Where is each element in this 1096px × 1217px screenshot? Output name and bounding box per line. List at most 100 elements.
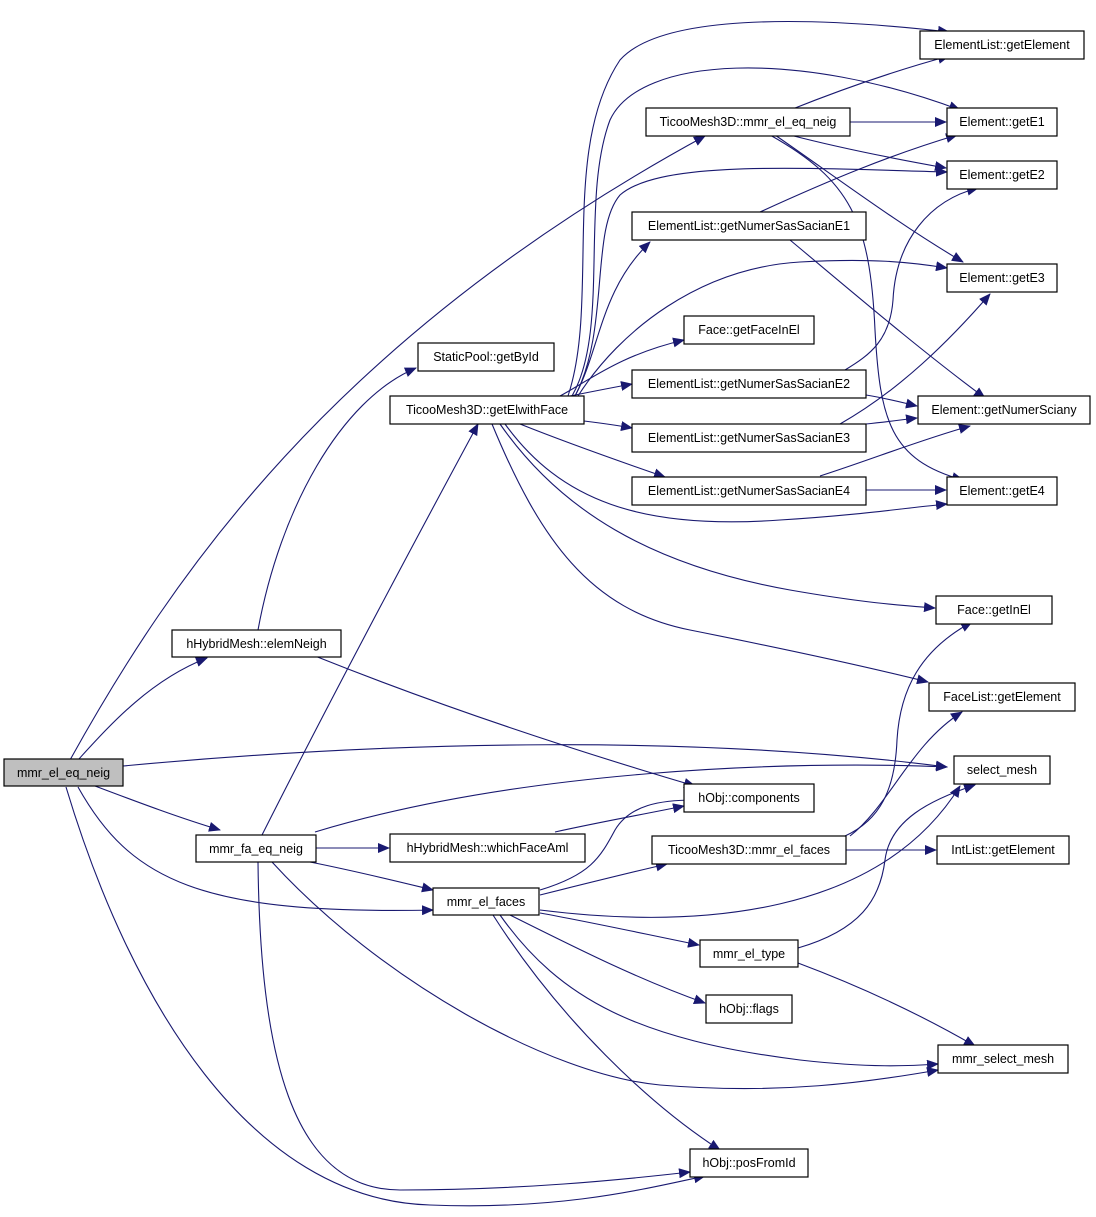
call-edges — [65, 20, 991, 1207]
node-mmr-fa-eq-neig[interactable]: mmr_fa_eq_neig — [195, 834, 317, 863]
edge-mmr-el-faces-to-hobj-posfromid — [492, 914, 721, 1151]
node-label: FaceList::getElement — [943, 690, 1061, 704]
node-label: mmr_el_eq_neig — [17, 766, 110, 780]
edge-mmr-el-faces-to-select-mesh — [539, 785, 961, 918]
edge-getelwithface-to-element-gete3 — [577, 259, 948, 397]
edge-root-to-fa-eq-neig — [94, 785, 221, 832]
edge-mmr-el-faces-to-mmr-select-mesh — [499, 914, 939, 1070]
node-face-getinel[interactable]: Face::getInEl — [935, 595, 1053, 625]
node-ticoomesh3d-mmr-el-eq-neig[interactable]: TicooMesh3D::mmr_el_eq_neig — [645, 107, 851, 137]
node-label: hHybridMesh::elemNeigh — [186, 637, 326, 651]
edge-elemneigh-to-hobj-components — [314, 655, 696, 788]
edge-fa-eq-neig-to-hobj-posfromid — [257, 861, 691, 1191]
node-element-gete2[interactable]: Element::getE2 — [946, 160, 1058, 190]
edge-mmr-el-faces-to-t3d-mmr-el-faces — [539, 861, 668, 896]
edge-mmr-el-type-to-mmr-select-mesh — [797, 962, 976, 1047]
edge-t3d-el-eq-neig-to-element-gete3 — [774, 134, 964, 263]
edge-t3d-el-eq-neig-to-element-gete4 — [769, 134, 964, 482]
node-hobj-flags[interactable]: hObj::flags — [705, 994, 793, 1024]
node-label: Face::getFaceInEl — [698, 323, 799, 337]
node-hobj-posfromid[interactable]: hObj::posFromId — [689, 1148, 809, 1178]
edge-mmr-el-faces-to-mmr-el-type — [539, 912, 700, 948]
node-elementlist-getelement[interactable]: ElementList::getElement — [919, 30, 1085, 60]
edge-numer-e3-to-element-getnumersciany — [865, 414, 918, 425]
node-elementlist-getnumersassaciane1[interactable]: ElementList::getNumerSasSacianE1 — [631, 211, 867, 241]
edge-t3d-el-eq-neig-to-elist-getelement — [789, 54, 950, 111]
node-label: mmr_el_type — [713, 947, 785, 961]
node-label: ElementList::getNumerSasSacianE3 — [648, 431, 850, 445]
edge-getelwithface-to-elist-getelement — [567, 20, 950, 397]
edge-getelwithface-to-elist-getnumer-e4 — [519, 423, 666, 479]
edge-numer-e4-to-element-getnumersciany — [819, 424, 971, 477]
edge-t3d-faces-to-face-getinel — [844, 621, 973, 837]
edge-getelwithface-to-elist-getnumer-e1 — [574, 241, 651, 397]
edge-numer-e3-to-element-gete3 — [839, 293, 991, 425]
edge-numer-e2-to-element-getnumersciany — [865, 394, 918, 409]
node-label: TicooMesh3D::mmr_el_faces — [668, 843, 830, 857]
node-element-gete3[interactable]: Element::getE3 — [946, 263, 1058, 293]
node-facelist-getelement[interactable]: FaceList::getElement — [928, 682, 1076, 712]
edge-getelwithface-to-face-getinel — [499, 423, 936, 613]
node-label: ElementList::getNumerSasSacianE2 — [648, 377, 850, 391]
node-ticoomesh3d-getelwithface[interactable]: TicooMesh3D::getElwithFace — [389, 395, 585, 425]
node-elementlist-getnumersassaciane4[interactable]: ElementList::getNumerSasSacianE4 — [631, 476, 867, 506]
node-label: IntList::getElement — [951, 843, 1055, 857]
node-label: hObj::posFromId — [702, 1156, 795, 1170]
edge-t3d-el-eq-neig-to-element-gete2 — [789, 134, 947, 171]
edge-getelwithface-to-face-getfaceinel — [559, 337, 685, 397]
call-nodes: mmr_el_eq_neig hHybridMesh::elemNeigh mm… — [3, 30, 1091, 1178]
edge-getelwithface-to-element-gete1 — [571, 67, 961, 397]
node-hhybridmesh-whichfaceaml[interactable]: hHybridMesh::whichFaceAml — [389, 833, 586, 863]
node-label: mmr_el_faces — [447, 895, 526, 909]
edge-numer-e2-to-element-gete2 — [844, 185, 979, 371]
node-label: mmr_select_mesh — [952, 1052, 1054, 1066]
node-intlist-getelement[interactable]: IntList::getElement — [936, 835, 1070, 865]
edge-root-to-hobj-posfromid — [65, 786, 706, 1207]
edge-elemneigh-to-staticpool-getbyid — [257, 367, 417, 631]
node-label: Element::getE1 — [959, 115, 1045, 129]
edge-numer-e1-to-element-getnumersciany — [789, 239, 986, 399]
node-elementlist-getnumersassaciane3[interactable]: ElementList::getNumerSasSacianE3 — [631, 423, 867, 453]
edge-fa-eq-neig-to-mmr-el-faces — [309, 861, 434, 893]
node-mmr-select-mesh[interactable]: mmr_select_mesh — [937, 1044, 1069, 1074]
node-element-gete4[interactable]: Element::getE4 — [946, 476, 1058, 506]
node-label: TicooMesh3D::getElwithFace — [406, 403, 568, 417]
edge-fa-eq-neig-to-select-mesh — [314, 761, 948, 833]
node-elementlist-getnumersassaciane2[interactable]: ElementList::getNumerSasSacianE2 — [631, 369, 867, 399]
node-label: StaticPool::getById — [433, 350, 539, 364]
node-label: ElementList::getNumerSasSacianE1 — [648, 219, 850, 233]
edge-getelwithface-to-element-gete2 — [574, 166, 948, 397]
edge-root-to-t3d-mmr-el-eq-neig — [69, 135, 706, 761]
node-label: Element::getE3 — [959, 271, 1045, 285]
node-label: hObj::components — [698, 791, 799, 805]
node-label: hObj::flags — [719, 1002, 779, 1016]
edge-getelwithface-to-facelist-getelement — [491, 423, 929, 685]
edge-root-to-select-mesh — [122, 744, 948, 771]
node-element-getnumersciany[interactable]: Element::getNumerSciany — [917, 395, 1091, 425]
node-face-getfaceinel[interactable]: Face::getFaceInEl — [683, 315, 815, 345]
node-label: Element::getE4 — [959, 484, 1045, 498]
node-staticpool-getbyid[interactable]: StaticPool::getById — [417, 342, 555, 372]
node-hobj-components[interactable]: hObj::components — [683, 783, 815, 813]
edge-mmr-el-faces-to-hobj-components — [539, 795, 696, 891]
edge-root-to-mmr-el-faces — [77, 786, 434, 916]
node-mmr-el-type[interactable]: mmr_el_type — [699, 939, 799, 968]
edge-root-to-hybrid-elemneigh — [77, 657, 208, 761]
edge-fa-eq-neig-to-getelwithface — [261, 423, 479, 836]
edge-t3d-faces-to-facelist-getelement — [849, 711, 963, 837]
node-mmr-el-faces[interactable]: mmr_el_faces — [432, 887, 540, 916]
node-element-gete1[interactable]: Element::getE1 — [946, 107, 1058, 137]
edge-numer-e1-to-element-gete1 — [759, 133, 958, 213]
edge-mmr-el-faces-to-hobj-flags — [509, 914, 706, 1005]
node-label: Face::getInEl — [957, 603, 1031, 617]
node-label: hHybridMesh::whichFaceAml — [407, 841, 569, 855]
node-ticoomesh3d-mmr-el-faces[interactable]: TicooMesh3D::mmr_el_faces — [651, 835, 847, 865]
node-select-mesh[interactable]: select_mesh — [953, 755, 1051, 785]
node-mmr-el-eq-neig[interactable]: mmr_el_eq_neig — [3, 758, 124, 787]
edge-getelwithface-to-element-gete4 — [504, 423, 948, 523]
node-label: Element::getE2 — [959, 168, 1045, 182]
node-label: TicooMesh3D::mmr_el_eq_neig — [660, 115, 837, 129]
node-hhybridmesh-elemneigh[interactable]: hHybridMesh::elemNeigh — [171, 629, 342, 658]
edge-getelwithface-to-elist-getnumer-e3 — [583, 420, 633, 432]
